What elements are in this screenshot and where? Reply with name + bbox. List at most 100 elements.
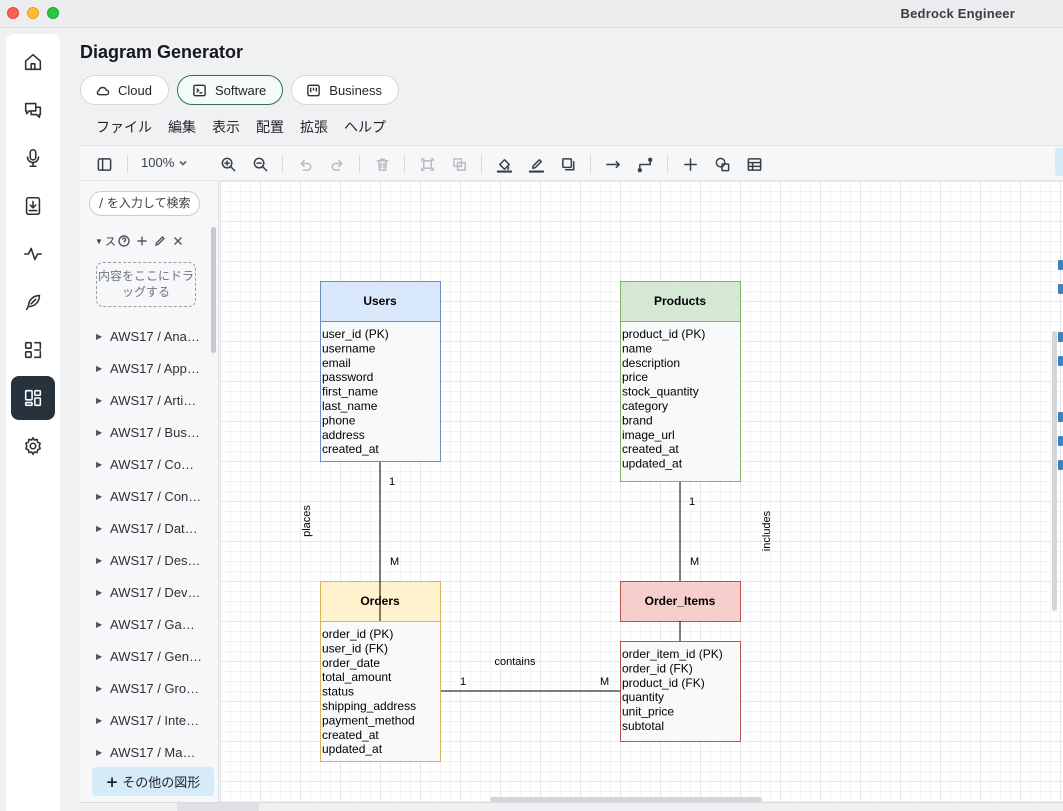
format-panel-toggle[interactable] bbox=[1055, 148, 1063, 176]
caret-down-icon[interactable]: ▼ bbox=[95, 236, 103, 246]
library-label: AWS17 / App… bbox=[110, 360, 200, 376]
fill-color-button[interactable] bbox=[494, 154, 514, 174]
library-item[interactable]: ▶AWS17 / Arti… bbox=[80, 384, 210, 416]
entity-header[interactable] bbox=[620, 281, 741, 322]
entity-field: created_at bbox=[622, 442, 679, 456]
insert-button[interactable] bbox=[680, 154, 700, 174]
zoom-level-dropdown[interactable]: 100% bbox=[141, 155, 188, 170]
menu-edit[interactable]: 編集 bbox=[168, 119, 196, 135]
menu-file[interactable]: ファイル bbox=[96, 119, 152, 135]
redo-icon bbox=[331, 159, 343, 171]
delete-button[interactable] bbox=[372, 154, 392, 174]
library-item[interactable]: ▶AWS17 / Co… bbox=[80, 448, 210, 480]
home-icon bbox=[24, 53, 42, 71]
menu-arrange[interactable]: 配置 bbox=[256, 119, 284, 135]
undo-button[interactable] bbox=[295, 154, 315, 174]
rail-chat-button[interactable] bbox=[11, 88, 55, 132]
diagram-type-tabs: Cloud Software Business bbox=[80, 75, 400, 105]
page-tab[interactable] bbox=[177, 803, 259, 811]
rail-settings-button[interactable] bbox=[11, 424, 55, 468]
library-item[interactable]: ▶AWS17 / Con… bbox=[80, 480, 210, 512]
window-minimize-button[interactable] bbox=[27, 7, 39, 19]
shape-search-input[interactable]: / を入力して検索 bbox=[89, 191, 200, 216]
help-circle-icon[interactable] bbox=[118, 235, 130, 247]
library-item[interactable]: ▶AWS17 / Bus… bbox=[80, 416, 210, 448]
edit-pencil-icon[interactable] bbox=[154, 235, 166, 247]
library-item[interactable]: ▶AWS17 / Dat… bbox=[80, 512, 210, 544]
connector-straight-button[interactable] bbox=[603, 154, 623, 174]
canvas-horizontal-scrollbar[interactable] bbox=[490, 797, 762, 802]
relation-label[interactable]: contains bbox=[495, 656, 536, 668]
rail-scan-button[interactable] bbox=[11, 328, 55, 372]
tab-software[interactable]: Software bbox=[176, 75, 284, 105]
waypoint-elbow-icon bbox=[637, 157, 652, 172]
rail-feather-button[interactable] bbox=[11, 280, 55, 324]
entity-field: stock_quantity bbox=[622, 385, 699, 399]
entity-body[interactable] bbox=[620, 321, 741, 482]
to-front-button[interactable] bbox=[417, 154, 437, 174]
window-maximize-button[interactable] bbox=[47, 7, 59, 19]
library-item[interactable]: ▶AWS17 / Ga… bbox=[80, 608, 210, 640]
more-shapes-button[interactable]: + その他の図形 bbox=[92, 767, 214, 796]
menu-extras[interactable]: 拡張 bbox=[300, 119, 328, 135]
zoom-out-button[interactable] bbox=[250, 154, 270, 174]
add-icon[interactable] bbox=[136, 235, 148, 247]
scratchpad-dropzone[interactable]: 内容をここにドラッグする bbox=[96, 262, 196, 307]
toggle-sidebar-button[interactable] bbox=[94, 154, 114, 174]
diagram-icon bbox=[24, 389, 42, 407]
library-item[interactable]: ▶AWS17 / Gen… bbox=[80, 640, 210, 672]
library-item[interactable]: ▶AWS17 / Ma… bbox=[80, 736, 210, 768]
menu-help[interactable]: ヘルプ bbox=[344, 119, 386, 135]
shapes-sidebar: / を入力して検索 ▼ ス 内容をここにドラッグする ▶AWS17 / Ana…… bbox=[80, 181, 219, 811]
waypoints-button[interactable] bbox=[635, 154, 655, 174]
tab-business[interactable]: Business bbox=[291, 75, 400, 105]
caret-right-icon: ▶ bbox=[96, 619, 103, 629]
bring-to-front-icon bbox=[420, 157, 434, 171]
to-back-button[interactable] bbox=[449, 154, 469, 174]
entity-body[interactable] bbox=[320, 321, 441, 462]
entity-title: Users bbox=[363, 294, 397, 308]
entity-body[interactable] bbox=[620, 641, 741, 742]
table-button[interactable] bbox=[744, 154, 764, 174]
line-color-button[interactable] bbox=[526, 154, 546, 174]
shadow-button[interactable] bbox=[558, 154, 578, 174]
redo-button[interactable] bbox=[327, 154, 347, 174]
tab-cloud[interactable]: Cloud bbox=[80, 75, 169, 105]
download-box-icon bbox=[25, 196, 41, 216]
library-item[interactable]: ▶AWS17 / Inte… bbox=[80, 704, 210, 736]
rail-home-button[interactable] bbox=[11, 40, 55, 84]
rail-activity-button[interactable] bbox=[11, 232, 55, 276]
caret-right-icon: ▶ bbox=[96, 683, 103, 693]
library-item[interactable]: ▶AWS17 / App… bbox=[80, 352, 210, 384]
entity-field: email bbox=[322, 356, 351, 370]
format-panel-marker bbox=[1058, 436, 1063, 446]
rail-voice-button[interactable] bbox=[11, 136, 55, 180]
paint-bucket-icon bbox=[496, 158, 512, 173]
shapes-icon bbox=[715, 157, 729, 171]
relation-label[interactable]: places bbox=[301, 505, 313, 537]
library-item[interactable]: ▶AWS17 / Des… bbox=[80, 544, 210, 576]
entity-header[interactable] bbox=[620, 581, 741, 622]
relation-label[interactable]: includes bbox=[761, 510, 773, 551]
close-icon[interactable] bbox=[172, 235, 184, 247]
window-close-button[interactable] bbox=[7, 7, 19, 19]
sidebar-scrollbar[interactable] bbox=[211, 227, 216, 353]
zoom-in-button[interactable] bbox=[218, 154, 238, 174]
library-item[interactable]: ▶AWS17 / Gro… bbox=[80, 672, 210, 704]
shapes-button[interactable] bbox=[712, 154, 732, 174]
library-item[interactable]: ▶AWS17 / Ana… bbox=[80, 320, 210, 352]
rail-download-button[interactable] bbox=[11, 184, 55, 228]
canvas-vertical-scrollbar[interactable] bbox=[1052, 331, 1057, 611]
library-item[interactable]: ▶AWS17 / Dev… bbox=[80, 576, 210, 608]
rail-diagram-button[interactable] bbox=[11, 376, 55, 420]
entity-header[interactable] bbox=[320, 281, 441, 322]
entity-body[interactable] bbox=[320, 621, 441, 762]
menu-view[interactable]: 表示 bbox=[212, 119, 240, 135]
pencil-icon bbox=[528, 158, 544, 173]
